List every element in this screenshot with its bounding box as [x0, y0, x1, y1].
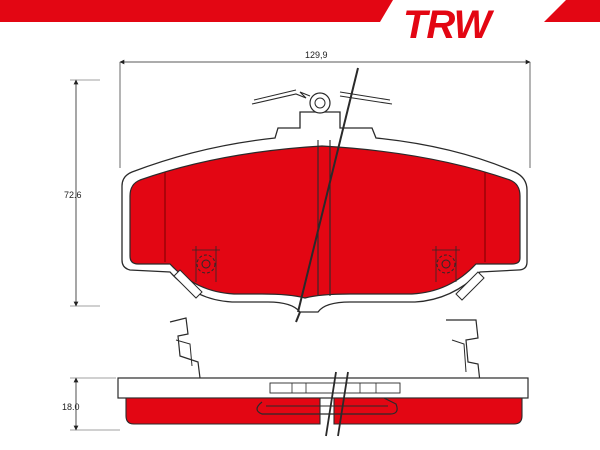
- section-break-line: [297, 67, 359, 313]
- spring-clip: [251, 89, 393, 114]
- header-stripe-left: [0, 0, 393, 22]
- wear-indicator-right: [432, 246, 485, 301]
- thickness-dimension-label: 18.0: [62, 402, 80, 412]
- width-dimension: 129,9: [119, 50, 531, 168]
- friction-material: [129, 145, 521, 299]
- header-stripe-right: [544, 0, 600, 22]
- pad-side-view: 18.0: [62, 317, 529, 437]
- side-friction-left: [125, 397, 321, 425]
- center-groove: [317, 140, 331, 296]
- brand-logo: TRW: [403, 3, 495, 47]
- pad-front-view: [121, 67, 528, 323]
- height-dimension: 72.6: [64, 79, 100, 307]
- wear-indicator-left: [173, 246, 220, 299]
- side-spring-clip: [256, 397, 398, 415]
- height-dimension-label: 72.6: [64, 190, 82, 200]
- width-dimension-label: 129,9: [305, 50, 328, 60]
- header-banner: TRW: [0, 0, 600, 47]
- side-friction-right: [333, 397, 523, 425]
